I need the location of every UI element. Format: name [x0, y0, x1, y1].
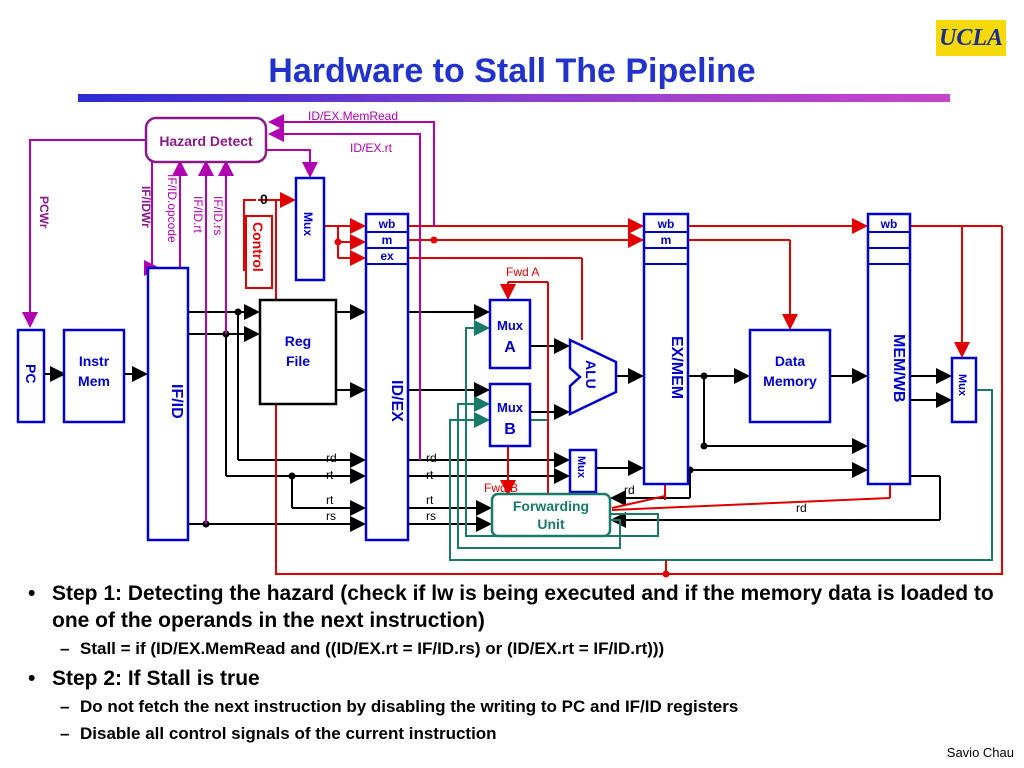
id-ex-register: wb m ex ID/EX [364, 212, 410, 542]
ifidwr-label: IF/IDWr [139, 186, 153, 228]
bullet-list: •Step 1: Detecting the hazard (check if … [28, 580, 1008, 746]
mem-wb-wb-label: wb [880, 217, 898, 231]
zero-constant: 0 [260, 191, 268, 207]
field-label-rs-2: rs [426, 509, 436, 523]
writeback-mux: Mux [950, 356, 978, 424]
title-underline [78, 94, 950, 102]
field-label-rt-2: rt [326, 493, 334, 507]
ifid-opcode-label: IF/ID.opcode [165, 174, 179, 243]
sub-bullet-stall-text: Stall = if (ID/EX.MemRead and ((ID/EX.rt… [80, 639, 665, 658]
control-unit: Control [245, 215, 273, 289]
hazard-detect-unit: Hazard Detect [144, 116, 268, 164]
ex-mem-register: wb m EX/MEM [642, 212, 690, 486]
hazard-detect-label: Hazard Detect [159, 133, 253, 149]
ex-mem-m-label: m [661, 233, 672, 247]
instr-mem-label-1: Instr [79, 353, 110, 369]
forwarding-unit: Forwarding Unit [490, 492, 612, 538]
mux-a: Mux A [488, 298, 532, 370]
sub-bullet-fetch: –Do not fetch the next instruction by di… [60, 697, 739, 716]
id-ex-m-label: m [382, 233, 393, 247]
field-label-rs-1: rs [326, 509, 336, 523]
pc-register: PC [16, 328, 46, 424]
pcwr-label: PCWr [37, 196, 51, 229]
ucla-logo: UCLA [936, 20, 1006, 56]
bullet-step-1-text: Step 1: Detecting the hazard (check if l… [52, 582, 994, 632]
sub-bullet-control-text: Disable all control signals of the curre… [80, 724, 497, 743]
if-id-register: IF/ID [146, 266, 190, 542]
if-id-label: IF/ID [168, 384, 185, 419]
mem-wb-register: wb MEM/WB [866, 212, 912, 486]
field-label-rd-1: rd [326, 451, 337, 465]
rd-mux: Mux [568, 448, 598, 494]
field-label-rd-2: rd [426, 451, 437, 465]
ifid-rt-label: IF/ID.rt [191, 196, 205, 233]
forwarding-label-2: Unit [537, 516, 565, 532]
control-mux-label: Mux [301, 212, 315, 236]
field-label-rt-1: rt [326, 468, 334, 482]
field-label-rd-3: rd [624, 483, 635, 497]
wire-junctions [202, 308, 708, 528]
mux-b: Mux B [488, 382, 532, 448]
ifid-rs-label: IF/ID.rs [211, 196, 225, 235]
sub-bullet-stall: –Stall = if (ID/EX.MemRead and ((ID/EX.r… [60, 639, 665, 658]
author-credit: Savio Chau [946, 745, 1014, 760]
field-label-rd-4: rd [796, 501, 807, 515]
bullet-step-2: •Step 2: If Stall is true [28, 667, 260, 690]
bullet-step-2-text: Step 2: If Stall is true [52, 667, 260, 690]
register-file: Reg File [258, 298, 338, 406]
ex-mem-label: EX/MEM [668, 336, 685, 399]
field-label-rt-3: rt [426, 468, 434, 482]
red-junctions [334, 236, 670, 578]
mux-b-letter: B [504, 421, 516, 438]
control-label: Control [250, 222, 266, 272]
mux-b-label: Mux [497, 400, 524, 415]
field-labels: rd rt rt rs rd rt rt rs rd rd [326, 451, 807, 523]
id-ex-label: ID/EX [388, 380, 405, 422]
sub-bullet-control: –Disable all control signals of the curr… [60, 724, 497, 743]
control-mux: Mux [294, 176, 326, 282]
data-mem-label-2: Memory [763, 373, 817, 389]
slide-title: Hardware to Stall The Pipeline [268, 52, 756, 90]
id-ex-wb-label: wb [378, 217, 396, 231]
mux-a-label: Mux [497, 318, 524, 333]
fwd-a-label: Fwd A [506, 265, 539, 279]
fwd-b-label: Fwd B [484, 481, 518, 495]
forwarding-label-1: Forwarding [513, 498, 589, 514]
bullet-step-1: •Step 1: Detecting the hazard (check if … [28, 582, 994, 632]
reg-file-label-1: Reg [285, 333, 311, 349]
mux-a-letter: A [504, 339, 516, 356]
reg-file-label-2: File [286, 353, 310, 369]
id-ex-ex-label: ex [380, 249, 394, 263]
field-label-rt-4: rt [426, 493, 434, 507]
alu-label: ALU [583, 360, 599, 389]
alu: ALU [568, 338, 618, 416]
data-memory: Data Memory [748, 328, 832, 424]
memread-label: ID/EX.MemRead [308, 109, 398, 123]
idex-rt-label: ID/EX.rt [350, 141, 393, 155]
ex-mem-wb-label: wb [657, 217, 675, 231]
instr-mem-label-2: Mem [78, 373, 110, 389]
writeback-mux-label: Mux [956, 374, 968, 397]
instruction-memory: Instr Mem [62, 328, 126, 424]
data-mem-label-1: Data [775, 353, 806, 369]
pipeline-diagram: Hazard Detect ID/EX.MemRead ID/EX.rt PCW… [16, 109, 1003, 578]
rd-mux-label: Mux [575, 456, 587, 479]
pc-label: PC [23, 364, 39, 383]
sub-bullet-fetch-text: Do not fetch the next instruction by dis… [80, 697, 739, 716]
mem-wb-label: MEM/WB [890, 334, 907, 402]
